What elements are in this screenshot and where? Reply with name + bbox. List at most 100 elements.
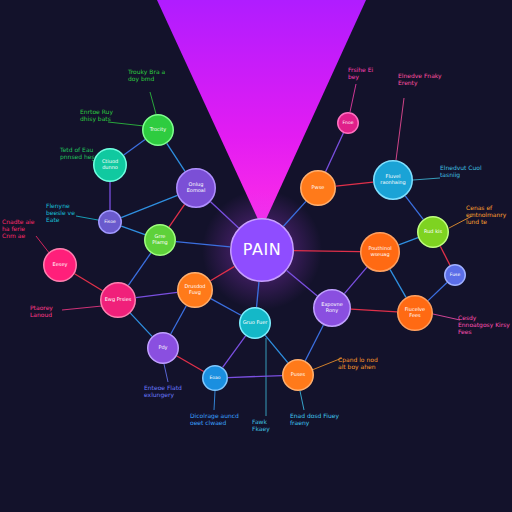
connector-line bbox=[211, 202, 239, 228]
concept-circle: Ewg Prsies bbox=[100, 282, 136, 318]
connector-line bbox=[211, 299, 241, 316]
connector-line bbox=[344, 267, 367, 293]
leader-line bbox=[312, 358, 342, 370]
connector-line bbox=[136, 292, 177, 297]
circle-shape bbox=[338, 113, 359, 134]
circle-shape bbox=[177, 169, 216, 208]
connector-line bbox=[210, 266, 234, 280]
concept-circle: Pdy bbox=[147, 332, 179, 364]
node-text: PAIN bbox=[240, 241, 284, 259]
concept-circle: Fuse bbox=[444, 264, 466, 286]
node-text: Onlug Eomoal bbox=[176, 182, 216, 194]
leader-lines bbox=[36, 84, 472, 416]
node-text: Pouthinol wseuag bbox=[360, 246, 400, 258]
center-glow bbox=[202, 190, 322, 310]
node-text: Drusdod Fuvg bbox=[177, 284, 213, 296]
callout-note: Ptaorey Lanoud bbox=[30, 304, 66, 318]
node-text: Fluvel raonhaing bbox=[373, 174, 413, 186]
concept-circle: Onlug Eomoal bbox=[176, 168, 216, 208]
connector-line bbox=[223, 336, 246, 368]
leader-line bbox=[36, 236, 50, 254]
callout-note: Flenyne beesle ve Eate bbox=[46, 202, 82, 224]
circle-shape bbox=[283, 360, 314, 391]
connector-line bbox=[405, 196, 423, 219]
circle-shape bbox=[178, 273, 213, 308]
circle-shape bbox=[148, 333, 179, 364]
leader-line bbox=[266, 338, 267, 416]
concept-circle: Grre Plamg bbox=[144, 224, 176, 256]
callout-note: Enad dosd Fiuey fraeny bbox=[290, 412, 346, 426]
connector-line bbox=[265, 335, 288, 362]
connector-line bbox=[124, 139, 145, 155]
concept-circle: Puses bbox=[282, 359, 314, 391]
concept-circle: Eesey bbox=[43, 248, 77, 282]
callout-note: Enrtoe Ruy dhisy bats bbox=[80, 108, 120, 122]
leader-line bbox=[396, 98, 404, 160]
leader-line bbox=[413, 178, 440, 180]
node-text: Puses bbox=[288, 372, 308, 378]
connector-line bbox=[399, 238, 418, 245]
callout-note: Frsihe Ei bey bbox=[348, 66, 384, 80]
callout-note: Elnedve Fnaky Erenty bbox=[398, 72, 452, 86]
node-text: Fiucelve Fees bbox=[397, 307, 433, 319]
leader-line bbox=[350, 84, 356, 112]
callout-note: Fawk Fkaey bbox=[252, 418, 286, 432]
node-text: Ewg Prsies bbox=[102, 297, 135, 303]
concept-circle: Rud kis bbox=[417, 216, 449, 248]
connector-line bbox=[326, 133, 344, 172]
connector-line bbox=[169, 204, 185, 226]
callout-note: Cpand lo nod alt boy ahen bbox=[338, 356, 378, 370]
connector-line bbox=[128, 253, 151, 285]
connector-line bbox=[440, 246, 450, 265]
concept-circle: Expovne Rony bbox=[313, 289, 351, 327]
node-text: Trocity bbox=[147, 127, 169, 133]
concept-circle: Trocity bbox=[142, 114, 174, 146]
callout-note: Tetd of Eau pnnsed hes bbox=[60, 146, 100, 160]
callout-note: Dicolrage auncd oeet clwaed bbox=[190, 412, 240, 426]
callout-note: Cnadte aie ha ferie Cnm ae bbox=[2, 218, 40, 240]
node-text: Fnoe bbox=[340, 120, 357, 125]
circle-shape bbox=[314, 290, 351, 327]
connector-line bbox=[287, 270, 318, 295]
callout-note: Cenas ef emtnolmanry lund te bbox=[466, 204, 512, 226]
callout-note: Cesdy Ennoatgosy Kirsy Fees bbox=[458, 314, 510, 336]
connector-line bbox=[390, 269, 406, 297]
leader-line bbox=[108, 122, 144, 126]
connector-line bbox=[121, 195, 177, 217]
node-text: Pdy bbox=[155, 345, 170, 351]
callout-note: Trouky Bra a doy bmd bbox=[128, 68, 174, 82]
concept-circle: Drusdod Fuvg bbox=[177, 272, 213, 308]
node-text: Pwse bbox=[309, 185, 328, 191]
circle-shape bbox=[143, 115, 174, 146]
circle-shape bbox=[44, 249, 77, 282]
circle-shape bbox=[445, 265, 466, 286]
circle-shape bbox=[94, 149, 127, 182]
node-text: Grre Plamg bbox=[144, 234, 176, 246]
connector-line bbox=[351, 309, 397, 312]
connector-line bbox=[428, 283, 447, 301]
node-text: Expovne Rony bbox=[313, 302, 351, 314]
node-text: Eesey bbox=[50, 262, 71, 268]
connector-line bbox=[75, 274, 103, 291]
concept-circle: Fluvel raonhaing bbox=[373, 160, 413, 200]
connector-line bbox=[283, 201, 305, 226]
connector-line bbox=[305, 325, 323, 361]
connector-line bbox=[109, 182, 110, 210]
concept-circle: Ctiuod dunno bbox=[93, 148, 127, 182]
circle-shape bbox=[398, 296, 433, 331]
connector-line bbox=[257, 282, 259, 307]
connector-line bbox=[171, 306, 187, 334]
circle-shape bbox=[418, 217, 449, 248]
leader-line bbox=[164, 364, 168, 382]
concept-circle: Pwse bbox=[300, 170, 336, 206]
circle-shape bbox=[231, 219, 294, 282]
circle-shape bbox=[203, 366, 228, 391]
callout-note: Elnedvut Cuol tasniig bbox=[440, 164, 488, 178]
leader-line bbox=[300, 391, 304, 410]
connector-line bbox=[336, 182, 373, 186]
circle-shape bbox=[361, 233, 400, 272]
concept-circle: Gruo Fuer bbox=[239, 307, 271, 339]
concept-circle: Pouthinol wseuag bbox=[360, 232, 400, 272]
connector-line bbox=[167, 143, 185, 171]
